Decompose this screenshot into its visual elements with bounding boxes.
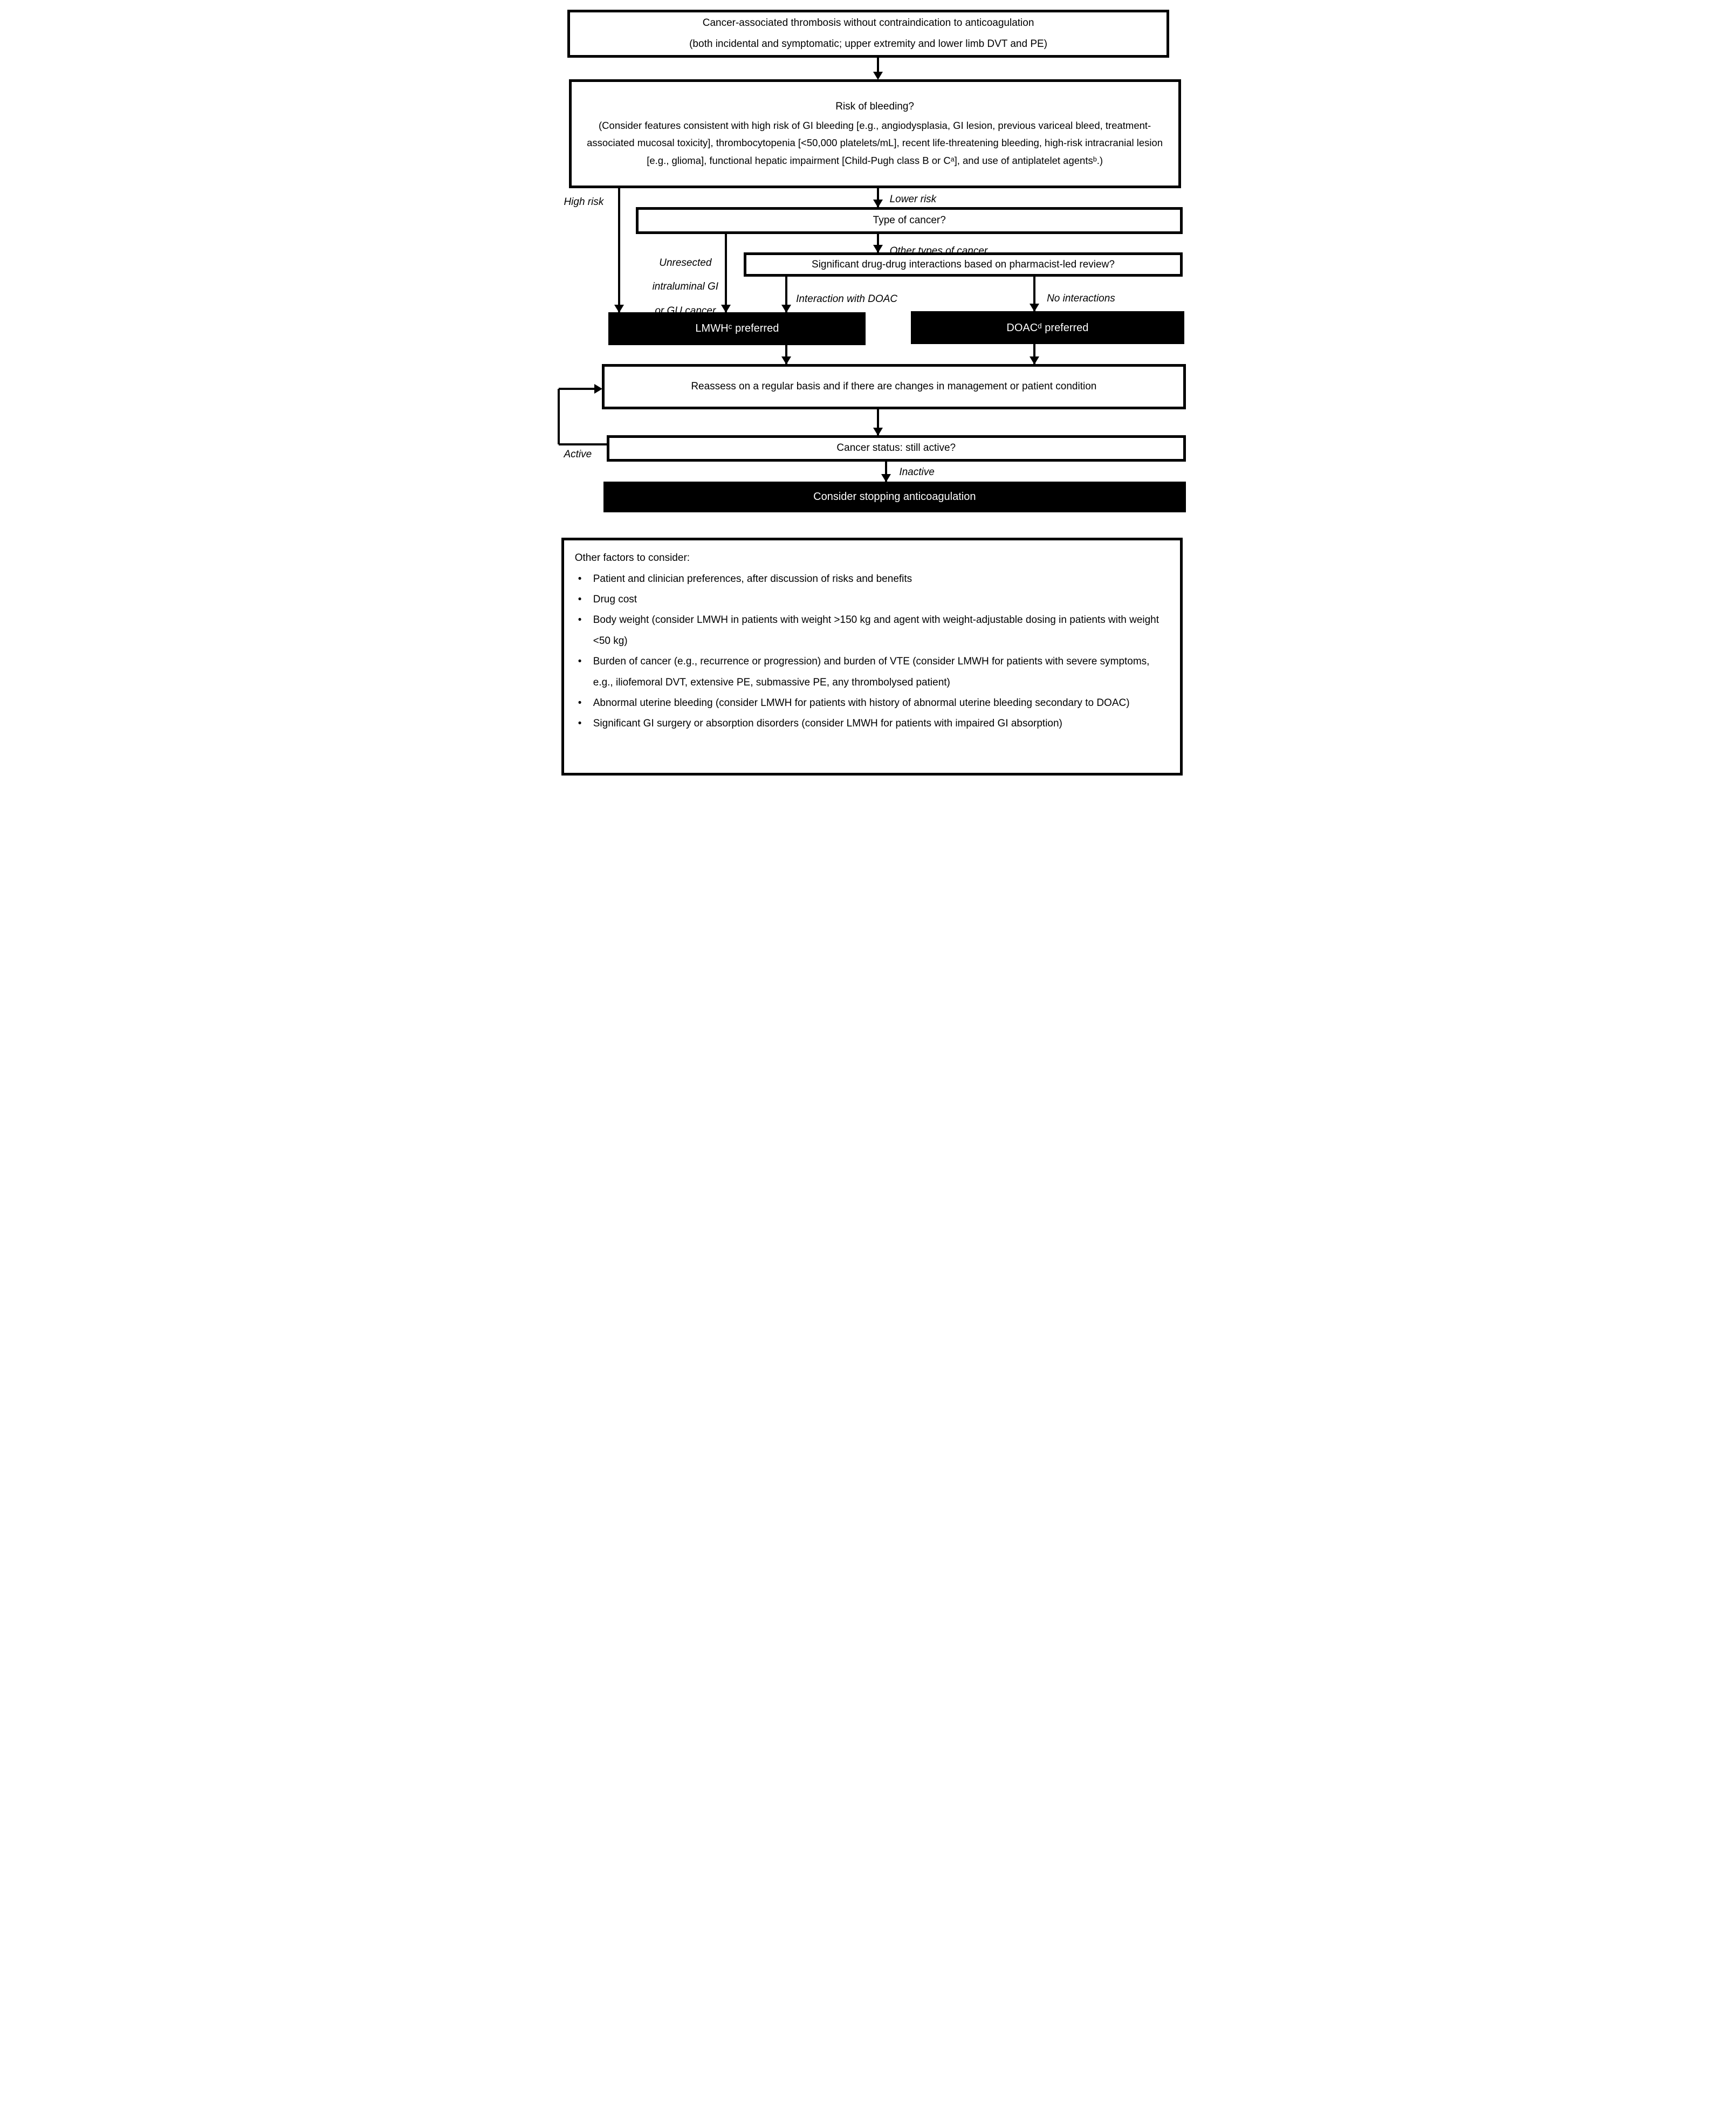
stop-anticoagulation-box: Consider stopping anticoagulation xyxy=(603,481,1186,512)
lmwh-preferred-box: LMWHᶜ preferred xyxy=(608,312,866,345)
arrow-other-types-head xyxy=(873,245,883,253)
arrow-reassess-to-status-line xyxy=(877,409,880,435)
other-factors-item: Burden of cancer (e.g., recurrence or pr… xyxy=(575,651,1168,693)
loop-active-top-segment xyxy=(559,387,595,390)
arrow-doac-to-reassess-head xyxy=(1029,356,1039,365)
arrow-interaction-head xyxy=(781,305,791,313)
arrow-high-risk-head xyxy=(614,305,624,313)
other-factors-item: Abnormal uterine bleeding (consider LMWH… xyxy=(575,693,1168,714)
arrow-reassess-to-status-head xyxy=(873,427,883,436)
arrow-lmwh-to-reassess-line xyxy=(785,345,787,365)
arrow-start-to-risk-head xyxy=(873,72,883,80)
arrow-lower-risk-line xyxy=(877,188,880,208)
flowchart-canvas: Cancer-associated thrombosis without con… xyxy=(550,0,1186,780)
other-factors-heading: Other factors to consider: xyxy=(574,552,690,564)
arrow-lower-risk-head xyxy=(873,200,883,208)
other-factors-item: Body weight (consider LMWH in patients w… xyxy=(575,610,1168,651)
doac-preferred-box: DOACᵈ preferred xyxy=(910,311,1185,344)
edge-label-interaction: Interaction with DOAC xyxy=(796,293,898,305)
loop-active-arrow-head xyxy=(594,383,602,394)
reassess-box: Reassess on a regular basis and if there… xyxy=(601,364,1186,409)
cancer-type-text: Type of cancer? xyxy=(873,215,946,227)
edge-label-lower-risk: Lower risk xyxy=(889,194,937,205)
arrow-unresected-line xyxy=(725,234,728,313)
arrow-high-risk-line xyxy=(617,188,620,313)
arrow-other-types-line xyxy=(877,234,880,253)
cancer-type-box: Type of cancer? xyxy=(636,207,1183,235)
start-box-line2: (both incidental and symptomatic; upper … xyxy=(689,38,1048,50)
arrow-inactive-line xyxy=(884,462,887,482)
arrow-no-interactions-head xyxy=(1029,304,1039,312)
reassess-text: Reassess on a regular basis and if there… xyxy=(691,381,1097,393)
ddi-text: Significant drug-drug interactions based… xyxy=(812,258,1115,270)
start-box: Cancer-associated thrombosis without con… xyxy=(567,10,1169,58)
arrow-unresected-head xyxy=(721,305,731,313)
bleeding-risk-title: Risk of bleeding? xyxy=(835,101,914,113)
other-factors-item: Patient and clinician preferences, after… xyxy=(575,569,1168,590)
start-box-line1: Cancer-associated thrombosis without con… xyxy=(702,17,1034,29)
cancer-status-box: Cancer status: still active? xyxy=(606,435,1186,462)
edge-label-active: Active xyxy=(564,449,592,461)
arrow-interaction-line xyxy=(785,277,787,313)
edge-label-unresected: Unresected intraluminal GI or GU cancer xyxy=(652,257,719,317)
arrow-doac-to-reassess-line xyxy=(1033,344,1035,365)
loop-active-vertical-segment xyxy=(558,388,560,445)
arrow-start-to-risk-line xyxy=(877,58,880,78)
loop-active-bottom-segment xyxy=(559,443,607,446)
arrow-no-interactions-line xyxy=(1033,277,1035,312)
other-factors-item: Significant GI surgery or absorption dis… xyxy=(575,713,1168,735)
arrow-inactive-head xyxy=(881,474,891,482)
doac-preferred-text: DOACᵈ preferred xyxy=(1006,321,1089,334)
edge-label-high-risk: High risk xyxy=(564,196,604,208)
other-factors-item: Drug cost xyxy=(575,589,1168,610)
other-factors-box: Other factors to consider: Patient and c… xyxy=(561,538,1183,776)
bleeding-risk-box: Risk of bleeding? (Consider features con… xyxy=(568,79,1181,188)
stop-anticoagulation-text: Consider stopping anticoagulation xyxy=(813,491,976,503)
edge-label-no-interactions: No interactions xyxy=(1047,292,1115,304)
lmwh-preferred-text: LMWHᶜ preferred xyxy=(695,323,779,335)
cancer-status-text: Cancer status: still active? xyxy=(836,442,956,454)
edge-label-inactive: Inactive xyxy=(899,466,935,478)
bleeding-risk-detail: (Consider features consistent with high … xyxy=(587,119,1163,167)
arrow-lmwh-to-reassess-head xyxy=(781,356,791,365)
ddi-box: Significant drug-drug interactions based… xyxy=(743,252,1183,277)
